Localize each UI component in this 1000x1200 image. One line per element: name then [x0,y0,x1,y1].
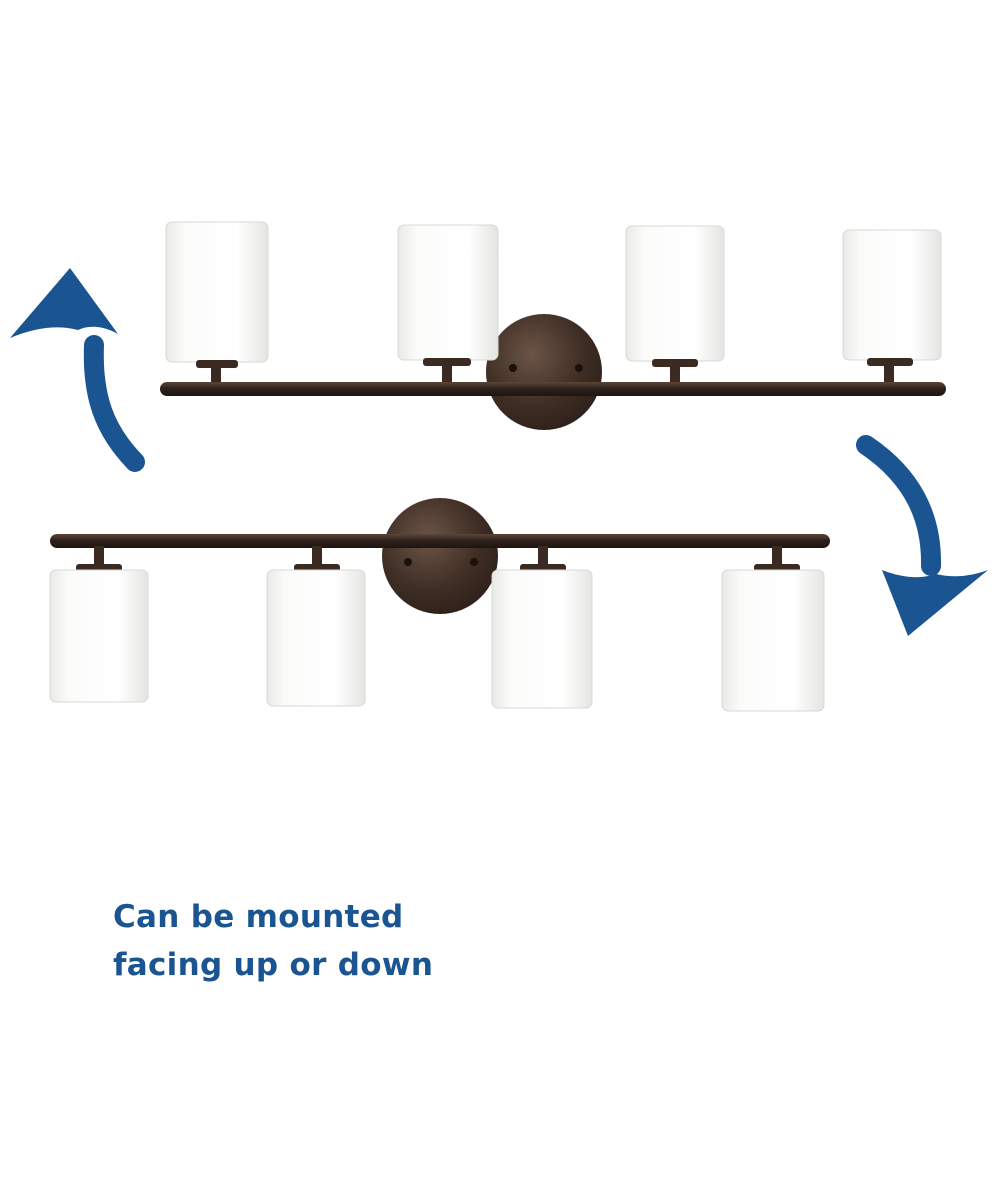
mount-screw [404,558,412,566]
caption-line-2: facing up or down [113,947,434,983]
shade-holder [867,358,913,366]
shade-stem [772,546,782,566]
shade-stem [442,364,452,384]
curved-arrow-up-icon [10,268,145,472]
mount-screw [575,364,583,372]
fixture-shades-down [49,498,830,712]
fixture-bar [160,382,946,396]
mounting-caption: Can be mounted facing up or down [113,893,633,989]
glass-shade [842,229,942,361]
glass-shade [165,221,269,363]
shade-stem [884,364,894,384]
caption-line-1: Can be mounted [113,899,404,935]
shade-stem [94,546,104,566]
glass-shade [491,569,593,709]
shade-holder [423,358,471,366]
wall-plate [486,314,602,430]
shade-stem [211,366,221,386]
shade-stem [670,365,680,385]
glass-shade [721,569,825,712]
glass-shade [625,225,725,362]
shade-stem [538,546,548,566]
glass-shade [266,569,366,707]
shade-stem [312,546,322,566]
fixture-bar [50,534,830,548]
wall-plate [382,498,498,614]
curved-arrow-down-icon [856,435,988,636]
shade-holder [196,360,238,368]
fixture-shades-up [160,221,946,430]
glass-shade [397,224,499,361]
shade-holder [652,359,698,367]
mount-screw [509,364,517,372]
mount-screw [470,558,478,566]
glass-shade [49,569,149,703]
